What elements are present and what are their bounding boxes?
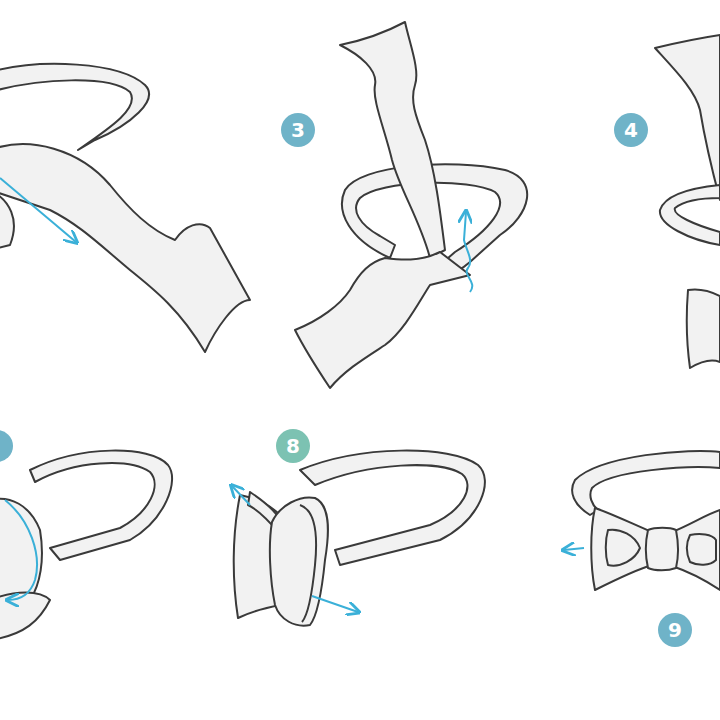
bow-tie-end xyxy=(687,289,720,368)
step-badge: 4 xyxy=(614,113,648,147)
bow-knot xyxy=(270,497,328,625)
bow-tie-end xyxy=(0,190,14,250)
cut-step-badge xyxy=(0,430,13,462)
bow-fold xyxy=(300,505,316,622)
bow-loop xyxy=(0,499,42,605)
bow-knot xyxy=(646,528,679,571)
step-badge: 3 xyxy=(281,113,315,147)
step-number: 9 xyxy=(668,620,682,640)
neck-band xyxy=(0,64,149,150)
step-badge: 9 xyxy=(658,613,692,647)
neck-band xyxy=(572,451,720,515)
direction-arrow xyxy=(232,486,250,505)
direction-arrow xyxy=(5,500,37,600)
bow-tie-end xyxy=(0,144,250,352)
bow-wing xyxy=(591,508,652,590)
direction-arrow xyxy=(312,596,358,612)
bow-tie-end xyxy=(655,35,720,200)
bow-fold xyxy=(606,530,716,566)
direction-arrow xyxy=(564,548,584,550)
neck-band xyxy=(30,451,172,560)
step-number: 8 xyxy=(286,436,300,456)
step-number: 3 xyxy=(291,120,305,140)
bow-loop xyxy=(0,593,50,641)
bow-wing xyxy=(672,510,720,590)
direction-arrow xyxy=(464,212,472,292)
bow-tie-end xyxy=(340,22,445,258)
step-number: 4 xyxy=(624,120,638,140)
bow-tie-end xyxy=(295,252,470,388)
step-badge: 8 xyxy=(276,429,310,463)
direction-arrow xyxy=(0,178,76,242)
neck-band xyxy=(660,185,720,245)
